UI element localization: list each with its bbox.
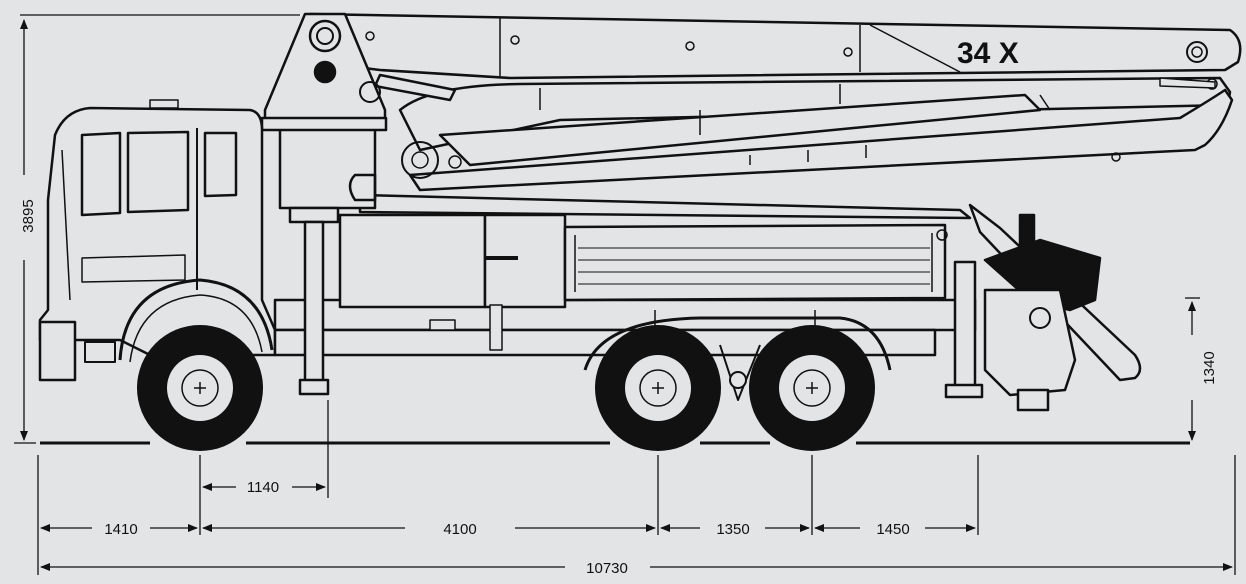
front-wheel [137,325,263,451]
dim-front-overhang: 1410 [104,521,137,538]
rear-wheel-1 [595,325,721,451]
dimension-lines [14,14,1236,575]
dim-outrigger-height: 1340 [1201,351,1218,384]
model-label: 34 X [957,37,1019,70]
dim-rear-axle-spacing: 1350 [716,521,749,538]
chassis [273,206,1102,412]
dim-wheelbase: 4100 [443,521,476,538]
dim-rear-overhang: 1450 [876,521,909,538]
dim-overall-height: 3895 [20,199,37,232]
dim-front-axle-to-outrigger: 1140 [247,479,279,496]
truck-cab [38,99,277,382]
rear-wheel-2 [749,325,875,451]
dim-overall-length: 10730 [586,560,628,577]
boom [298,12,1242,382]
boom-turret [260,12,462,210]
